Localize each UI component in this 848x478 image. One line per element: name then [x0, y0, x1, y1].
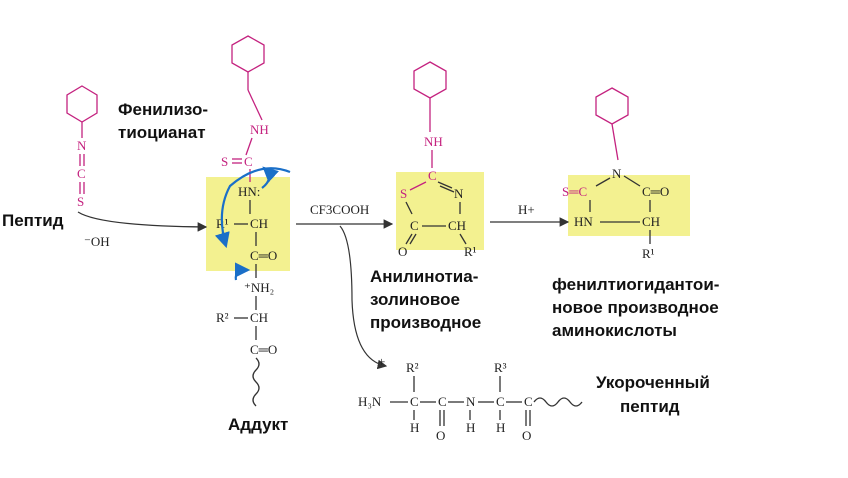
atom-nh2-adduct: ⁺NH₂	[244, 280, 274, 295]
atom-r1-thiazolinone: R¹	[464, 244, 477, 259]
thiazolinone-highlight	[396, 172, 484, 250]
atom-r2-adduct: R²	[216, 310, 229, 325]
atom-s-thiazolinone: S	[400, 186, 407, 201]
atom-co2-adduct: C═O	[250, 342, 277, 357]
atom-c-short1: C	[410, 394, 419, 409]
label-pth-1: фенилтиогидантои-	[552, 275, 719, 294]
label-anilinothiazolinone-1: Анилинотиа-	[370, 267, 478, 286]
atom-s: S	[77, 194, 84, 209]
atom-ch-thiazolinone: CH	[448, 218, 466, 233]
pth-structure: N S═C C═O HN CH R¹	[562, 87, 669, 261]
pth-highlight	[568, 175, 690, 236]
atom-r3-short: R³	[494, 360, 507, 375]
atom-h3n: H₃N	[358, 394, 382, 409]
reagent-cf3cooh: CF3COOH	[310, 202, 369, 217]
label-peptide: Пептид	[2, 211, 64, 230]
atom-c-thiazolinone: C	[428, 168, 437, 183]
atom-n-thiazolinone: N	[454, 186, 464, 201]
atom-r1-pth: R¹	[642, 246, 655, 261]
peptide-arrow	[77, 211, 208, 232]
atom-o-short2: O	[522, 428, 531, 443]
charge-plus: +	[378, 354, 385, 369]
branch-arrow	[339, 225, 388, 370]
atom-c-adduct: C	[244, 154, 253, 169]
label-pth-3: аминокислоты	[552, 321, 677, 340]
benzene-ring-adduct	[231, 35, 265, 73]
atom-c2-thiazolinone: C	[410, 218, 419, 233]
atom-nh-thiazolinone: NH	[424, 134, 443, 149]
benzene-ring-pink	[66, 85, 98, 123]
shortened-peptide-structure: + H₃N C R² H C O N H C R³ H C O	[358, 354, 583, 443]
label-phenylisothiocyanate-1: Фенилизо-	[118, 100, 208, 119]
reagent-proton: H+	[518, 202, 535, 217]
atom-n-pth: N	[612, 166, 622, 181]
atom-c-short2: C	[438, 394, 447, 409]
atom-s-adduct: S	[221, 154, 228, 169]
atom-co-pth: C═O	[642, 184, 669, 199]
label-shortened-1: Укороченный	[596, 373, 710, 392]
atom-co-adduct: C═O	[250, 248, 277, 263]
chain-wave-short	[533, 397, 583, 407]
chain-wave	[252, 357, 260, 407]
label-pth-2: новое производное	[552, 298, 719, 317]
label-anilinothiazolinone-3: производное	[370, 313, 481, 332]
atom-nh-adduct: NH	[250, 122, 269, 137]
atom-o-short1: O	[436, 428, 445, 443]
atom-c-short4: C	[524, 394, 533, 409]
atom-o-thiazolinone: O	[398, 244, 407, 259]
label-shortened-2: пептид	[620, 397, 680, 416]
atom-c: C	[77, 166, 86, 181]
thiazolinone-structure: NH C S N C CH O R¹	[398, 61, 477, 259]
atom-h-short1: H	[410, 420, 419, 435]
atom-h-short3: H	[496, 420, 505, 435]
label-adduct: Аддукт	[228, 415, 288, 434]
atom-ch2-adduct: CH	[250, 310, 268, 325]
atom-hn-pth: HN	[574, 214, 593, 229]
atom-h-short2: H	[466, 420, 475, 435]
hydroxide: ⁻OH	[84, 234, 110, 249]
benzene-ring-thiazolinone	[413, 61, 447, 99]
label-anilinothiazolinone-2: золиновое	[370, 290, 460, 309]
phenylisothiocyanate-structure: N C S	[66, 85, 98, 209]
electron-arrow-2	[261, 166, 279, 189]
atom-ch-adduct: CH	[250, 216, 268, 231]
atom-ch-pth: CH	[642, 214, 660, 229]
benzene-ring-pth	[595, 87, 629, 125]
atom-sc-pth: S═C	[562, 184, 587, 199]
atom-hn-adduct: HN:	[238, 184, 260, 199]
electron-arrow-3	[234, 262, 251, 281]
adduct-structure: NH S C HN: R¹ CH C═O ⁺NH₂ R² CH C═O	[216, 35, 277, 407]
atom-r2-short: R²	[406, 360, 419, 375]
atom-n: N	[77, 138, 87, 153]
atom-c-short3: C	[496, 394, 505, 409]
label-phenylisothiocyanate-2: тиоцианат	[118, 123, 206, 142]
atom-n-short: N	[466, 394, 476, 409]
